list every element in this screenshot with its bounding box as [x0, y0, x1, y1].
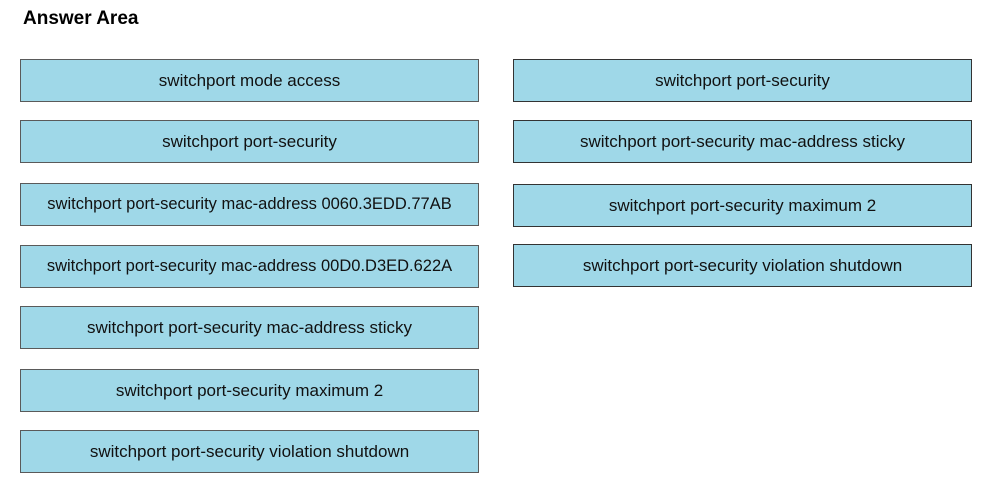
answer-area-title: Answer Area — [23, 8, 139, 29]
answer-command-tile[interactable]: switchport port-security violation shutd… — [513, 244, 972, 287]
source-command-tile[interactable]: switchport mode access — [20, 59, 479, 102]
source-command-tile[interactable]: switchport port-security mac-address sti… — [20, 306, 479, 349]
source-command-tile[interactable]: switchport port-security maximum 2 — [20, 369, 479, 412]
answer-command-tile[interactable]: switchport port-security maximum 2 — [513, 184, 972, 227]
source-command-tile[interactable]: switchport port-security violation shutd… — [20, 430, 479, 473]
source-command-tile[interactable]: switchport port-security mac-address 006… — [20, 183, 479, 226]
answer-command-tile[interactable]: switchport port-security mac-address sti… — [513, 120, 972, 163]
answer-command-tile[interactable]: switchport port-security — [513, 59, 972, 102]
source-command-tile[interactable]: switchport port-security — [20, 120, 479, 163]
source-command-tile[interactable]: switchport port-security mac-address 00D… — [20, 245, 479, 288]
